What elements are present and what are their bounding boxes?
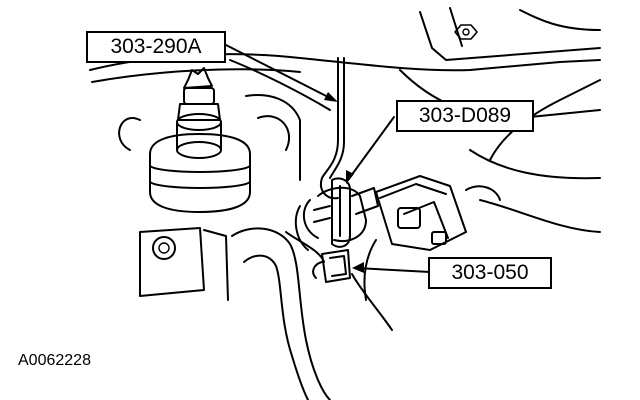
body-panel-lines (89, 7, 601, 233)
hose (231, 227, 331, 400)
tool-rod (320, 57, 345, 200)
arrowhead-303-D089 (346, 170, 354, 184)
bolt-head (454, 24, 478, 40)
fitting-clamp (294, 177, 379, 283)
callout-303-290A: 303-290A (86, 31, 226, 63)
arrowhead-303-050 (352, 262, 364, 273)
leader-arrowheads (324, 92, 364, 273)
leader-303-290A (225, 44, 335, 101)
electrical-connector (351, 175, 501, 331)
valve-assembly (118, 67, 301, 213)
callout-303-050: 303-050 (428, 257, 552, 289)
leader-303-D089 (347, 116, 395, 181)
callout-303-D089: 303-D089 (396, 100, 534, 132)
leader-303-050 (355, 267, 431, 273)
lower-bracket (139, 227, 229, 301)
figure-id: A0062228 (18, 352, 91, 369)
arrowhead-303-290A (324, 92, 338, 102)
leader-lines (225, 44, 431, 273)
